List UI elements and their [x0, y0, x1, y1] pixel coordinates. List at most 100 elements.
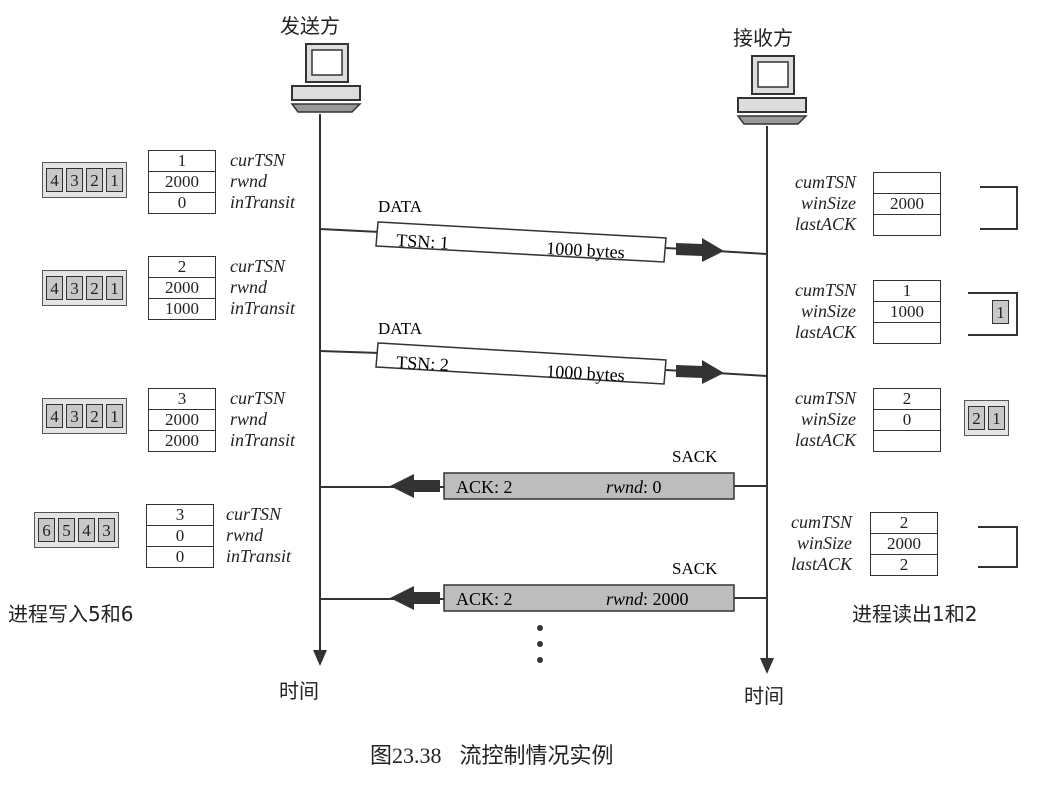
rwnd-label: rwnd: [230, 171, 268, 191]
buffer-chunk: 4: [46, 276, 63, 300]
win-size-value: 2000: [874, 194, 940, 215]
data-message-2: [319, 342, 768, 385]
cum-tsn-label: cumTSN: [794, 172, 856, 192]
buffer-chunk: 4: [46, 404, 63, 428]
cur-tsn-value: 3: [149, 389, 215, 410]
sender-variable-labels: curTSN rwnd inTransit: [230, 150, 295, 213]
last-ack-value: [874, 431, 940, 451]
buffer-chunk: 3: [66, 276, 83, 300]
cur-tsn-label: curTSN: [230, 388, 286, 408]
sack-message-2: [320, 584, 767, 612]
cur-tsn-value: 2: [149, 257, 215, 278]
buffer-chunk: 2: [968, 406, 985, 430]
sender-variable-labels: curTSN rwnd inTransit: [230, 388, 295, 451]
buffer-chunk: 2: [86, 168, 103, 192]
sender-buffer: 4 3 2 1: [42, 270, 127, 306]
cum-tsn-value: 2: [874, 389, 940, 410]
win-size-value: 0: [874, 410, 940, 431]
sack-1-type: SACK: [672, 447, 718, 466]
last-ack-label: lastACK: [794, 322, 856, 342]
sack-2-rwnd-label: rwnd: [606, 589, 644, 609]
cum-tsn-value: 2: [871, 513, 937, 534]
buffer-chunk: 3: [98, 518, 115, 542]
buffer-chunk: 1: [988, 406, 1005, 430]
cur-tsn-value: 3: [147, 505, 213, 526]
in-transit-value: 2000: [165, 431, 199, 450]
buffer-chunk: 1: [106, 168, 123, 192]
receiver-time-arrow-down-icon: [760, 658, 774, 674]
in-transit-value: 1000: [165, 299, 199, 318]
receiver-note: 进程读出1和2: [852, 602, 978, 626]
in-transit-label: inTransit: [230, 192, 296, 212]
sender-buffer: 4 3 2 1: [42, 398, 127, 434]
sack-message-1: [320, 472, 767, 500]
receiver-variables: 2 0: [873, 388, 941, 452]
receiver-variables: 2000: [873, 172, 941, 236]
buffer-chunk: 1: [106, 404, 123, 428]
cur-tsn-label: curTSN: [226, 504, 282, 524]
receiver-buffer: [978, 526, 1018, 568]
sender-note: 进程写入5和6: [8, 602, 134, 626]
cum-tsn-label: cumTSN: [790, 512, 852, 532]
sender-variables: 2 2000 1000: [148, 256, 216, 320]
in-transit-value: 0: [177, 193, 187, 212]
arrow-left-icon: [390, 586, 440, 610]
sack-1-rwnd-value: : 0: [643, 477, 662, 497]
data-1-size: 1000 bytes: [546, 238, 625, 262]
rwnd-value: 2000: [149, 410, 215, 431]
receiver-buffer: 1: [968, 292, 1018, 336]
receiver-variable-labels: cumTSN winSize lastACK: [768, 172, 856, 235]
last-ack-label: lastACK: [794, 214, 856, 234]
last-ack-label: lastACK: [794, 430, 856, 450]
last-ack-value: [874, 215, 940, 235]
receiver-variable-labels: cumTSN winSize lastACK: [768, 280, 856, 343]
data-1-type: DATA: [378, 197, 423, 216]
cur-tsn-value: 1: [149, 151, 215, 172]
buffer-chunk: 6: [38, 518, 55, 542]
figure-number: 图23.38: [370, 743, 442, 768]
sack-2-type: SACK: [672, 559, 718, 578]
receiver-variables: 1 1000: [873, 280, 941, 344]
continuation-dot: [537, 641, 543, 647]
receiver-title: 接收方: [733, 26, 793, 50]
sender-variables: 3 0 0: [146, 504, 214, 568]
cum-tsn-label: cumTSN: [794, 280, 856, 300]
sender-time-label: 时间: [279, 679, 319, 703]
sender-buffer: 4 3 2 1: [42, 162, 127, 198]
rwnd-label: rwnd: [226, 525, 264, 545]
rwnd-label: rwnd: [230, 409, 268, 429]
in-transit-label: inTransit: [230, 430, 296, 450]
cum-tsn-value: 1: [874, 281, 940, 302]
arrow-right-icon: [676, 360, 724, 384]
continuation-dot: [537, 625, 543, 631]
cur-tsn-label: curTSN: [230, 256, 286, 276]
in-transit-label: inTransit: [230, 298, 296, 318]
sack-2-rwnd-value: : 2000: [643, 589, 689, 609]
buffer-chunk: 2: [86, 404, 103, 428]
data-1-tsn: TSN: 1: [396, 230, 450, 253]
win-size-value: 2000: [871, 534, 937, 555]
sender-computer-icon: [290, 43, 362, 113]
sender-variables: 1 2000 0: [148, 150, 216, 214]
sender-variables: 3 2000 2000: [148, 388, 216, 452]
rwnd-value: 2000: [149, 172, 215, 193]
last-ack-label: lastACK: [790, 554, 852, 574]
last-ack-value: [874, 323, 940, 343]
sender-variable-labels: curTSN rwnd inTransit: [230, 256, 295, 319]
win-size-label: winSize: [800, 301, 856, 321]
cum-tsn-value: [874, 173, 940, 194]
receiver-variables: 2 2000 2: [870, 512, 938, 576]
receiver-variable-labels: cumTSN winSize lastACK: [764, 512, 852, 575]
in-transit-label: inTransit: [226, 546, 292, 566]
buffer-chunk: 2: [86, 276, 103, 300]
last-ack-value: 2: [899, 555, 909, 574]
continuation-dot: [537, 657, 543, 663]
data-2-size: 1000 bytes: [546, 361, 625, 385]
buffer-chunk: 1: [992, 300, 1009, 324]
rwnd-label: rwnd: [230, 277, 268, 297]
rwnd-value: 0: [147, 526, 213, 547]
sack-1-rwnd-label: rwnd: [606, 477, 644, 497]
svg-text:rwnd: 0: rwnd: 0: [606, 477, 662, 497]
